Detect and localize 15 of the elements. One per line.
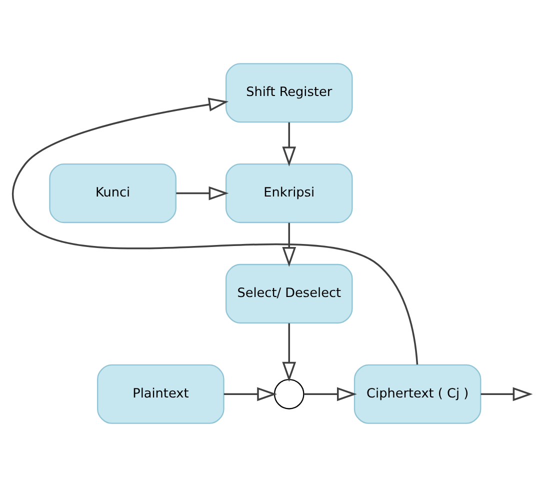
arrow	[12, 97, 418, 364]
arrow	[480, 386, 533, 401]
node-box: Kunci	[49, 163, 176, 223]
arrow	[304, 386, 357, 401]
arrow	[176, 186, 229, 200]
arrow	[224, 386, 277, 401]
node-box: Ciphertext ( Cj )	[354, 364, 482, 424]
arrow	[282, 222, 296, 266]
arrow	[282, 322, 296, 382]
arrow	[282, 122, 296, 166]
node-box: Select/ Deselect	[225, 263, 353, 323]
node-box: Enkripsi	[225, 163, 353, 223]
node-circle	[274, 378, 304, 409]
node-box: Shift Register	[225, 62, 353, 122]
node-box: Plaintext	[97, 364, 224, 424]
